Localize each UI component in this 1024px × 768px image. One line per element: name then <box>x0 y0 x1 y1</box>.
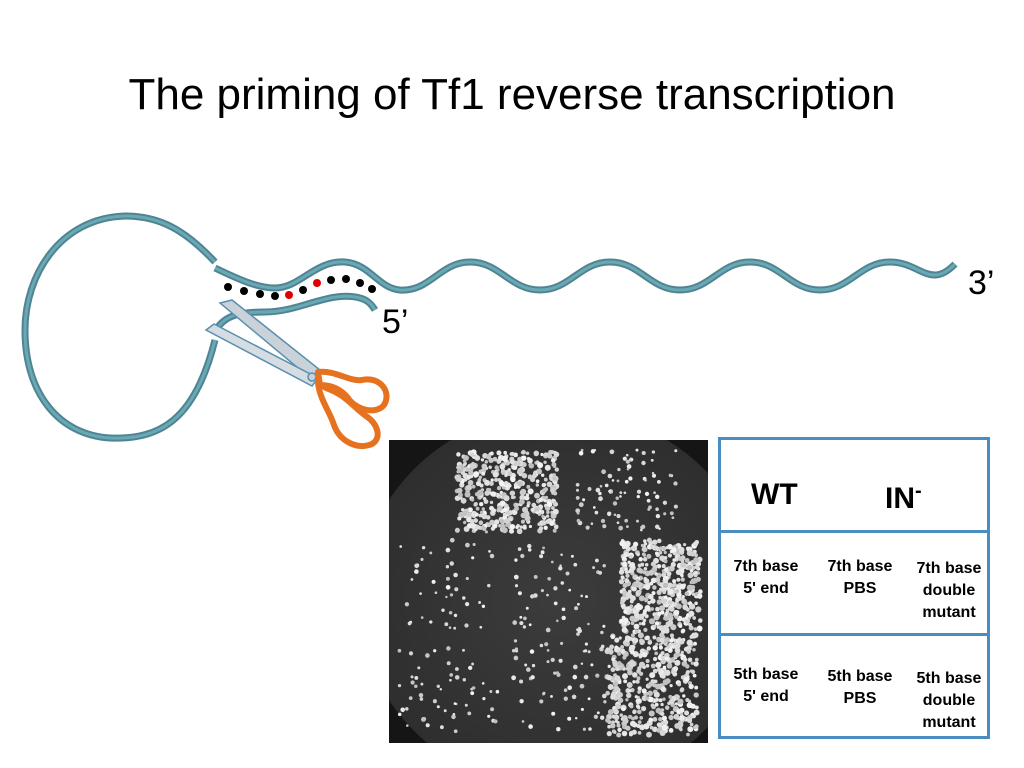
base-dot <box>271 292 279 300</box>
colony-patch <box>511 639 607 732</box>
base-dot <box>356 279 364 287</box>
label-3-prime: 3’ <box>968 264 995 302</box>
label-5-prime: 5’ <box>382 303 409 341</box>
colony-patch <box>454 449 560 535</box>
rna-strand-3prime-inner <box>23 214 217 440</box>
colony-patch <box>512 543 606 636</box>
header-in-minus: IN- <box>885 480 922 515</box>
petri-dish-image <box>389 440 708 743</box>
base-dot <box>327 276 335 284</box>
slide-title: The priming of Tf1 reverse transcription <box>128 70 896 119</box>
rna-wavy-tail-inner <box>214 260 957 292</box>
mutated-base-dot <box>285 291 293 299</box>
colony-patch <box>397 646 500 734</box>
base-dot <box>342 275 350 283</box>
colony-patch <box>618 537 703 635</box>
colony-patch <box>604 632 700 738</box>
base-pairing-dots <box>224 275 376 300</box>
base-dot <box>240 287 248 295</box>
scissors-icon <box>204 299 390 449</box>
colony-plate-photo <box>389 440 708 743</box>
colony-patch <box>575 448 678 532</box>
colony-patch <box>399 537 495 630</box>
base-dot <box>299 286 307 294</box>
mutated-base-dot <box>313 279 321 287</box>
base-dot <box>368 285 376 293</box>
legend-header-row: WT IN- <box>721 440 987 533</box>
base-dot <box>224 283 232 291</box>
base-dot <box>256 290 264 298</box>
header-wt: WT <box>751 478 798 511</box>
